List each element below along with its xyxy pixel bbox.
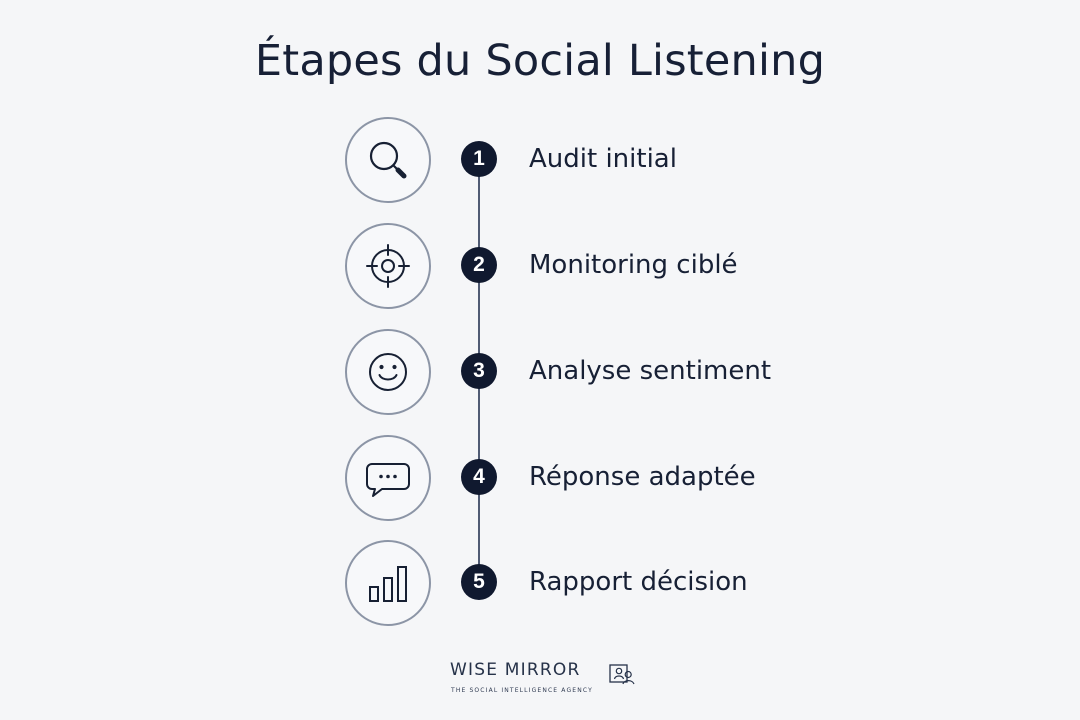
- step-response: 4 Réponse adaptée: [0, 435, 1080, 525]
- step-label: Rapport décision: [529, 567, 748, 597]
- smiley-face-icon: [369, 353, 407, 391]
- step-icon-circle: [345, 329, 431, 415]
- page-title: Étapes du Social Listening: [254, 36, 826, 86]
- step-audit: 1 Audit initial: [0, 117, 1080, 207]
- step-icon-circle: [345, 435, 431, 521]
- target-crosshair-icon: [366, 244, 410, 288]
- step-monitoring: 2 Monitoring ciblé: [0, 223, 1080, 313]
- brand-logo: WISE MIRROR THE SOCIAL INTELLIGENCE AGEN…: [449, 660, 639, 702]
- step-label: Réponse adaptée: [529, 462, 756, 492]
- step-number-badge: 5: [461, 564, 497, 600]
- step-label: Analyse sentiment: [529, 356, 772, 386]
- step-icon-circle: [345, 117, 431, 203]
- step-number-badge: 2: [461, 247, 497, 283]
- magnifying-glass-icon: [369, 141, 407, 179]
- step-report: 5 Rapport décision: [0, 540, 1080, 630]
- step-number-badge: 4: [461, 459, 497, 495]
- step-number-badge: 1: [461, 141, 497, 177]
- step-analysis: 3 Analyse sentiment: [0, 329, 1080, 419]
- step-label: Audit initial: [529, 144, 677, 174]
- brand-name: WISE MIRROR: [450, 660, 581, 680]
- speech-bubble-icon: [366, 463, 410, 497]
- mirror-people-icon: [609, 664, 635, 685]
- step-number-badge: 3: [461, 353, 497, 389]
- step-icon-circle: [345, 223, 431, 309]
- bar-chart-icon: [369, 566, 407, 602]
- brand-tagline: THE SOCIAL INTELLIGENCE AGENCY: [451, 687, 593, 694]
- step-icon-circle: [345, 540, 431, 626]
- step-label: Monitoring ciblé: [529, 250, 738, 280]
